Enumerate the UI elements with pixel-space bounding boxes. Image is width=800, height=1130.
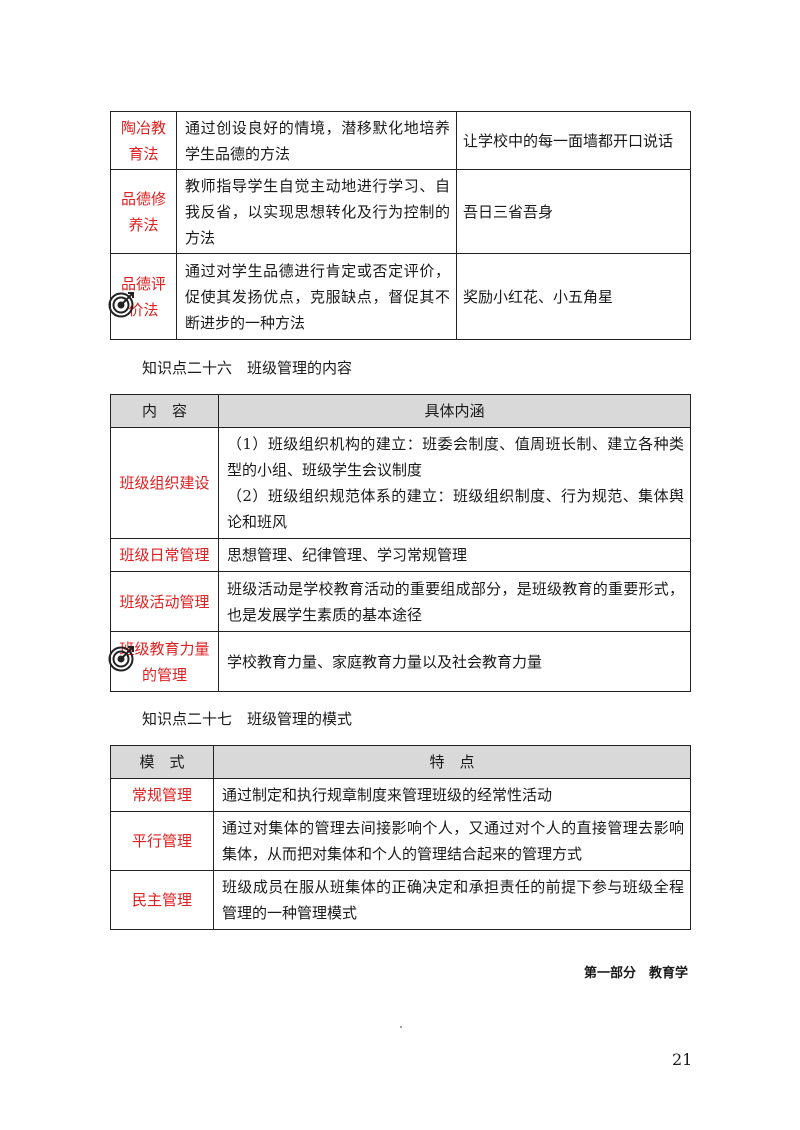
method-description: 教师指导学生自觉主动地进行学习、自我反省，以实现思想转化及行为控制的方法 [176, 169, 457, 254]
header-content: 内 容 [110, 394, 219, 428]
center-dot [400, 1026, 402, 1028]
description-line: （1）班级组织机构的建立：班委会制度、值周班长制、建立各种类型的小组、班级学生会… [227, 435, 684, 479]
table-row: 班级日常管理 思想管理、纪律管理、学习常规管理 [110, 538, 691, 572]
mode-description: 通过制定和执行规章制度来管理班级的经常性活动 [213, 778, 691, 812]
moral-methods-table: 陶冶教育法 通过创设良好的情境，潜移默化地培养学生品德的方法 让学校中的每一面墙… [110, 111, 691, 340]
table-row: 品德评价法 通过对学生品德进行肯定或否定评价，促使其发扬优点，克服缺点，督促其不… [110, 253, 691, 340]
section-27-title: 知识点二十七 班级管理的模式 [142, 710, 353, 728]
table-row: 班级教育力量的管理 学校教育力量、家庭教育力量以及社会教育力量 [110, 631, 691, 692]
target-icon [108, 292, 134, 318]
mode-description: 通过对集体的管理去间接影响个人，又通过对个人的直接管理去影响集体，从而把对集体和… [213, 811, 691, 871]
table-row: 常规管理 通过制定和执行规章制度来管理班级的经常性活动 [110, 778, 691, 812]
method-name: 陶冶教育法 [110, 111, 177, 170]
mode-name: 常规管理 [110, 778, 214, 812]
page-number: 21 [672, 1050, 693, 1069]
table-row: 平行管理 通过对集体的管理去间接影响个人，又通过对个人的直接管理去影响集体，从而… [110, 811, 691, 871]
content-name: 班级组织建设 [110, 427, 219, 539]
method-name: 品德评价法 [110, 253, 177, 340]
method-name: 品德修养法 [110, 169, 177, 254]
method-example: 奖励小红花、小五角星 [456, 253, 691, 340]
table-row: 民主管理 班级成员在服从班集体的正确决定和承担责任的前提下参与班级全程管理的一种… [110, 870, 691, 930]
method-example: 让学校中的每一面墙都开口说话 [456, 111, 691, 170]
target-icon [108, 646, 134, 672]
description-line: （2）班级组织规范体系的建立：班级组织制度、行为规范、集体舆论和班风 [227, 487, 684, 531]
table-row: 陶冶教育法 通过创设良好的情境，潜移默化地培养学生品德的方法 让学校中的每一面墙… [110, 111, 691, 170]
content-description: 思想管理、纪律管理、学习常规管理 [218, 538, 691, 572]
mode-name: 平行管理 [110, 811, 214, 871]
method-description: 通过创设良好的情境，潜移默化地培养学生品德的方法 [176, 111, 457, 170]
mode-description: 班级成员在服从班集体的正确决定和承担责任的前提下参与班级全程管理的一种管理模式 [213, 870, 691, 930]
section-26-title: 知识点二十六 班级管理的内容 [142, 359, 353, 377]
table-row: 班级组织建设 （1）班级组织机构的建立：班委会制度、值周班长制、建立各种类型的小… [110, 427, 691, 539]
header-mode: 模 式 [110, 745, 214, 779]
class-management-modes-table: 模 式 特 点 常规管理 通过制定和执行规章制度来管理班级的经常性活动 平行管理… [110, 745, 691, 930]
content-name: 班级活动管理 [110, 571, 219, 632]
content-name: 班级日常管理 [110, 538, 219, 572]
mode-name: 民主管理 [110, 870, 214, 930]
content-description: 学校教育力量、家庭教育力量以及社会教育力量 [218, 631, 691, 692]
method-example: 吾日三省吾身 [456, 169, 691, 254]
header-meaning: 具体内涵 [218, 394, 691, 428]
method-description: 通过对学生品德进行肯定或否定评价，促使其发扬优点，克服缺点，督促其不断进步的一种… [176, 253, 457, 340]
footer-section-title: 第一部分 教育学 [584, 966, 689, 981]
table-row: 品德修养法 教师指导学生自觉主动地进行学习、自我反省，以实现思想转化及行为控制的… [110, 169, 691, 254]
class-management-content-table: 内 容 具体内涵 班级组织建设 （1）班级组织机构的建立：班委会制度、值周班长制… [110, 394, 691, 692]
header-feature: 特 点 [213, 745, 691, 779]
content-description: 班级活动是学校教育活动的重要组成部分，是班级教育的重要形式，也是发展学生素质的基… [218, 571, 691, 632]
content-description: （1）班级组织机构的建立：班委会制度、值周班长制、建立各种类型的小组、班级学生会… [218, 427, 691, 539]
table-row: 班级活动管理 班级活动是学校教育活动的重要组成部分，是班级教育的重要形式，也是发… [110, 571, 691, 632]
